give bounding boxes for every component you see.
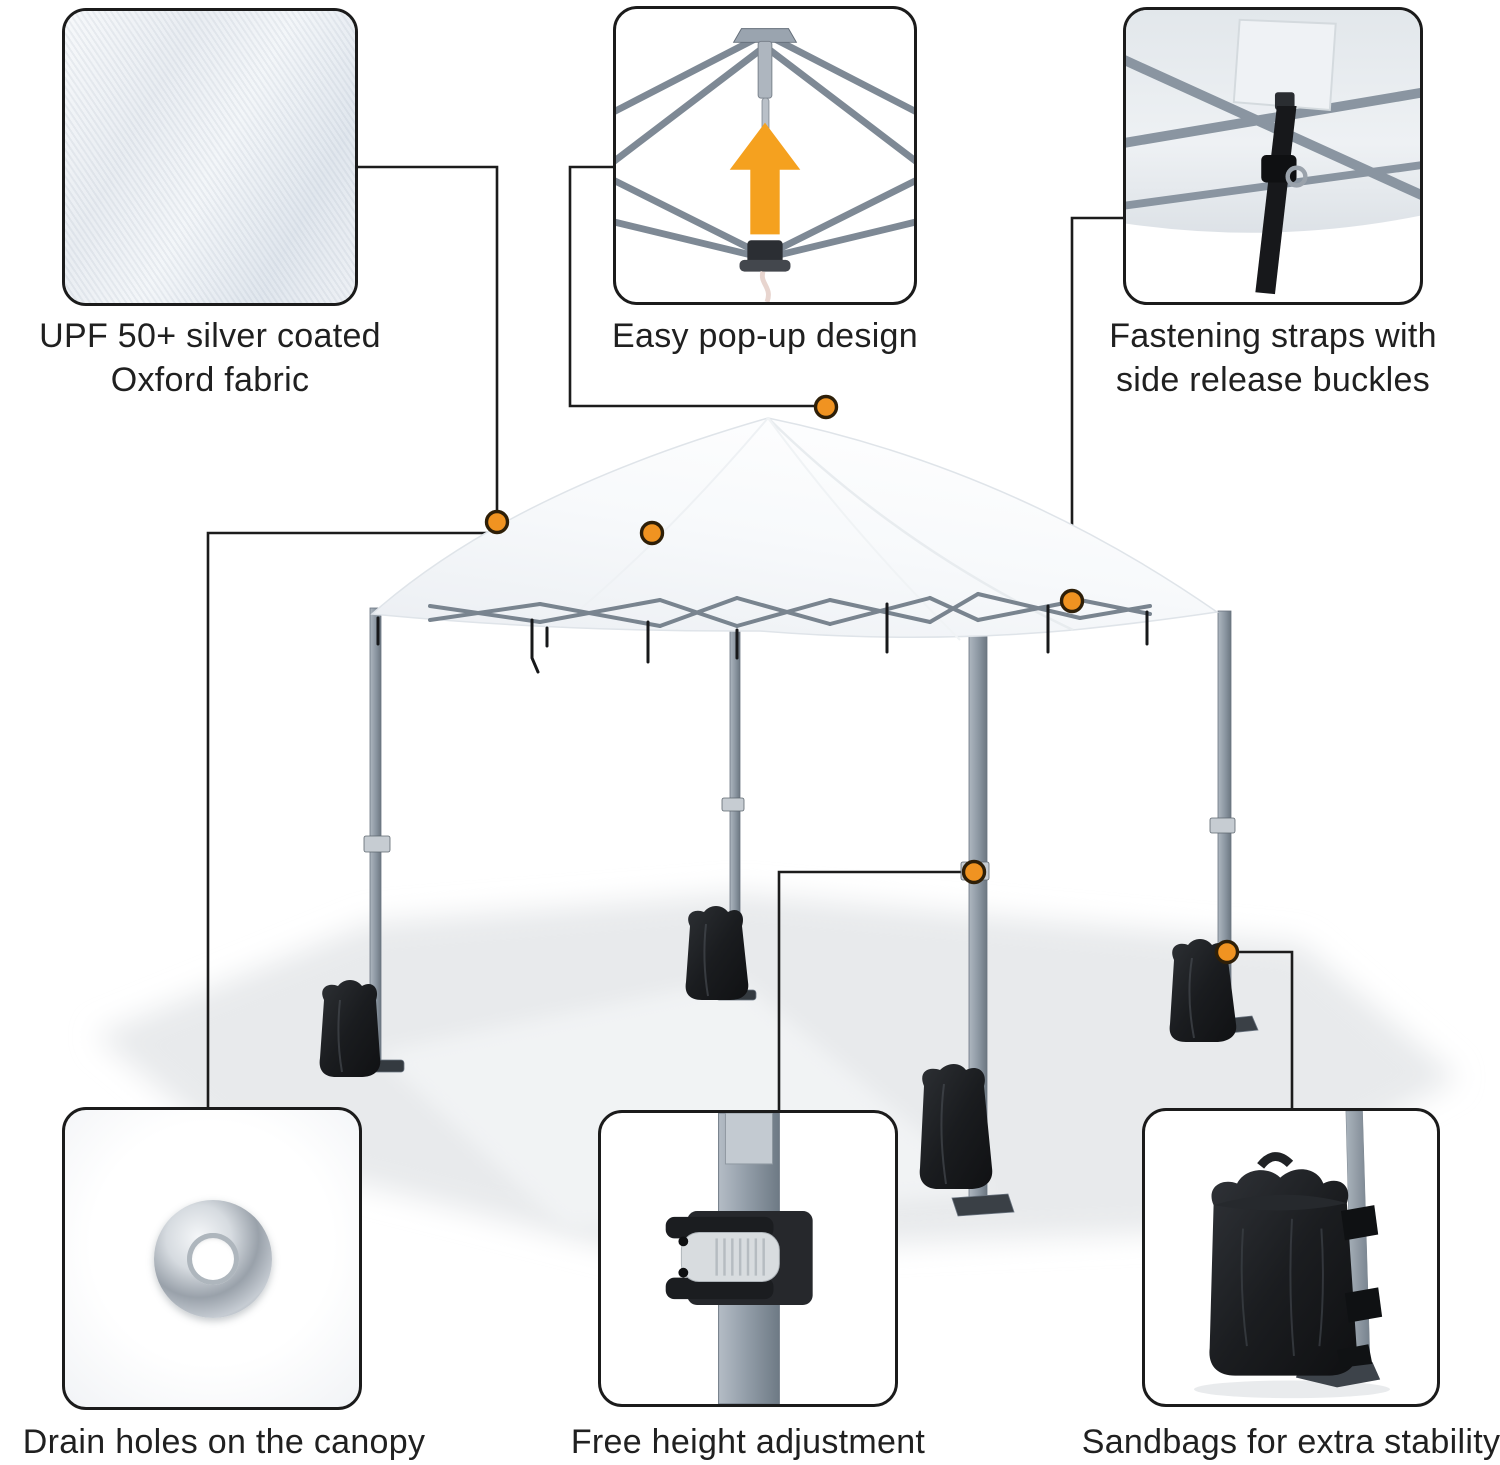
caption-sandbag-line1: Sandbags for extra stability <box>1081 1423 1500 1461</box>
leg-foot-front-right <box>951 1193 1015 1217</box>
canopy-hanging-straps <box>376 602 1149 674</box>
connector-dot-height <box>961 859 987 885</box>
ground-shadow <box>1193 1380 1390 1399</box>
caption-sandbag: Sandbags for extra stability <box>1082 1420 1500 1464</box>
caption-drain-line1: Drain holes on the canopy <box>22 1423 426 1461</box>
connector-dots <box>484 394 1240 965</box>
metal-ring <box>1285 165 1308 188</box>
sandbag-front-right <box>919 1064 993 1189</box>
feature-box-drain <box>62 1107 362 1410</box>
connector-dot-drain <box>639 520 665 546</box>
strap-to-pole-upper <box>1340 1205 1379 1241</box>
connector-dot-popup <box>813 394 839 420</box>
connector-dot-sandbags <box>1214 939 1240 965</box>
strap-to-pole-lower <box>1344 1287 1383 1323</box>
feature-box-height <box>598 1110 898 1407</box>
inner-pole <box>724 1113 773 1165</box>
grommet-hole <box>187 1233 239 1285</box>
sandbag-image <box>1193 1111 1390 1399</box>
feature-box-sandbag <box>1142 1108 1440 1407</box>
peak-bracket <box>732 28 798 43</box>
sandbag-body <box>1209 1169 1357 1376</box>
caption-height-line1: Free height adjustment <box>570 1423 926 1461</box>
connector-dot-fabric <box>484 509 510 535</box>
pull-cord <box>759 270 771 302</box>
popup-mechanism-image <box>616 28 914 302</box>
strap-buckle-image <box>1126 10 1420 295</box>
feature-box-straps <box>1123 7 1423 305</box>
tent-legs <box>361 590 1259 1217</box>
bag-rolled-top <box>1213 1194 1347 1211</box>
pole-clamp-image <box>665 1113 813 1404</box>
connector-popup <box>568 165 826 408</box>
reinforcement-patch <box>1232 18 1337 112</box>
connector-height <box>777 870 974 1110</box>
height-clamp-back-left <box>721 797 745 812</box>
caption-straps-line2: side release buckles <box>1115 361 1431 399</box>
fastening-strap <box>1255 106 1297 295</box>
connector-fabric <box>358 165 499 522</box>
caption-straps: Fastening straps with side release buckl… <box>1109 314 1437 402</box>
caption-fabric-line2: Oxford fabric <box>110 361 310 399</box>
canopy-roof <box>370 417 1219 638</box>
bottom-hub-plate <box>739 259 791 272</box>
connector-straps <box>1070 216 1123 601</box>
clamp-bottom-jaw <box>665 1277 774 1300</box>
strap-to-pole-bottom <box>1337 1344 1373 1368</box>
height-clamp-front-left <box>363 835 391 853</box>
feature-box-popup <box>613 6 917 305</box>
grommet-ring <box>154 1200 272 1318</box>
caption-drain: Drain holes on the canopy <box>23 1420 426 1464</box>
fabric-swatch-image <box>65 11 355 303</box>
caption-height: Free height adjustment <box>571 1420 925 1464</box>
canopy <box>370 417 1219 674</box>
sandbag-front-left <box>319 980 381 1077</box>
canopy-seam-mid <box>767 417 961 641</box>
tent-sandbags <box>319 906 1237 1189</box>
frame-beam <box>1126 87 1420 148</box>
caption-fabric-line1: UPF 50+ silver coated <box>39 317 381 355</box>
sandbag-back-right <box>1169 939 1237 1042</box>
bottom-hub <box>747 240 783 264</box>
feature-box-fabric <box>62 8 358 306</box>
center-pole-pin <box>757 40 773 99</box>
connector-sandbags <box>1227 950 1294 1108</box>
caption-popup: Easy pop-up design <box>612 314 918 358</box>
bag-handle <box>1257 1152 1294 1169</box>
sandbag-back-left <box>685 906 749 1000</box>
connector-dot-straps <box>1059 588 1085 614</box>
up-arrow-icon <box>729 122 801 235</box>
caption-popup-line1: Easy pop-up design <box>612 317 918 355</box>
strap-anchor <box>1274 92 1295 110</box>
caption-straps-line1: Fastening straps with <box>1109 317 1437 355</box>
height-clamp-back-right <box>1209 817 1236 834</box>
caption-fabric: UPF 50+ silver coated Oxford fabric <box>39 314 381 402</box>
